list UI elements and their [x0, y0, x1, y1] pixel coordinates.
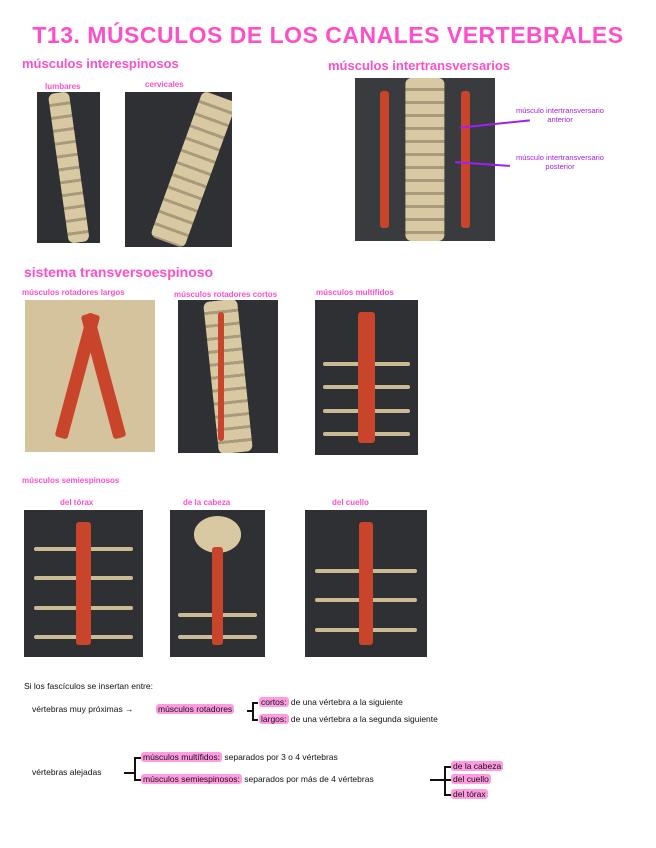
- notes-branch-torax: del tórax: [451, 789, 488, 799]
- label-semiespinoso-cuello: del cuello: [332, 498, 369, 507]
- image-semiespinoso-torax: [24, 510, 143, 657]
- label-intertransversario-posterior: músculo intertransversario posterior: [516, 153, 604, 171]
- label-rotadores-largos: músculos rotadores largos: [22, 288, 125, 297]
- label-lumbares: lumbares: [45, 82, 81, 91]
- heading-semiespinosos: músculos semiespinosos: [22, 476, 120, 485]
- page-title: T13. MÚSCULOS DE LOS CANALES VERTEBRALES: [32, 22, 624, 48]
- label-cervicales: cervicales: [145, 80, 184, 89]
- image-rotadores-largos: [25, 300, 155, 452]
- notes-largos-text: de una vértebra a la segunda siguiente: [290, 714, 438, 724]
- label-rotadores-cortos: músculos rotadores cortos: [174, 290, 278, 299]
- image-interespinosos-cervicales: [125, 92, 232, 247]
- notes-rotadores: músculos rotadores: [156, 704, 235, 714]
- label-semiespinoso-torax: del tórax: [60, 498, 94, 507]
- image-interespinosos-lumbares: [37, 92, 100, 243]
- notes-branch-cabeza: de la cabeza: [451, 761, 504, 771]
- label-intertransversario-anterior: músculo intertransversario anterior: [516, 106, 604, 124]
- notes-intro: Si los fascículos se insertan entre:: [24, 681, 153, 691]
- notes-multifidos: músculos multífidos:: [141, 752, 222, 762]
- image-intertransversarios: [355, 78, 495, 241]
- notes-cortos-text: de una vértebra a la siguiente: [290, 697, 403, 707]
- notes-largos: largos:: [259, 714, 289, 724]
- notes-branch-cuello: del cuello: [451, 774, 491, 784]
- heading-intertransversarios: músculos intertransversarios: [328, 58, 511, 73]
- image-multifidos: [315, 300, 418, 455]
- notes-semiespinosos: músculos semiespinosos:: [141, 774, 242, 784]
- notes-alejadas: vértebras alejadas: [32, 767, 102, 777]
- image-rotadores-cortos: [178, 300, 278, 453]
- image-semiespinoso-cabeza: [170, 510, 265, 657]
- heading-transversoespinoso: sistema transversoespinoso: [24, 264, 214, 280]
- label-semiespinoso-cabeza: de la cabeza: [183, 498, 231, 507]
- notes-semiespinosos-text: separados por más de 4 vértebras: [244, 774, 374, 784]
- heading-interespinosos: músculos interespinosos: [22, 56, 179, 71]
- notes-multifidos-text: separados por 3 o 4 vértebras: [224, 752, 338, 762]
- notes-cortos: cortos:: [259, 697, 289, 707]
- notes-proximas: vértebras muy próximas →: [32, 704, 134, 714]
- label-multifidos: músculos multífidos: [316, 288, 394, 297]
- image-semiespinoso-cuello: [305, 510, 427, 657]
